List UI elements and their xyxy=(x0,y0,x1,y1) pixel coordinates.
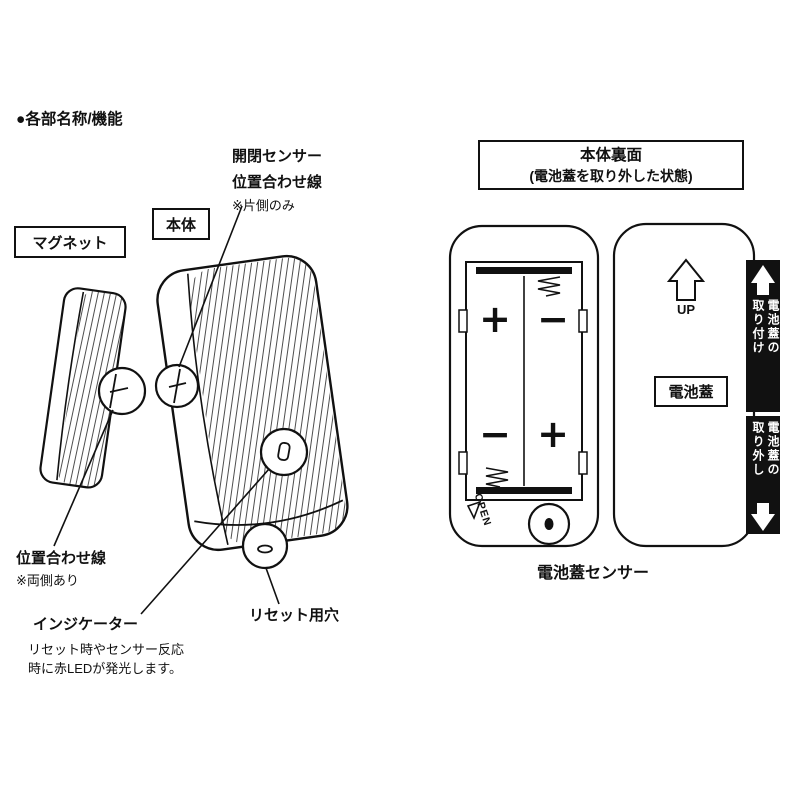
battery-polarity-bottom-left: − xyxy=(479,412,511,456)
back-view-title-line2: (電池蓋を取り外した状態) xyxy=(529,167,693,184)
sensor-alignment-line1: 開閉センサー xyxy=(232,148,323,165)
main-unit-label: 本体 xyxy=(165,216,196,234)
reset-hole-callout xyxy=(241,522,289,570)
main-unit-label-box: 本体 xyxy=(152,208,210,240)
back-view-title-box: 本体裏面 (電池蓋を取り外した状態) xyxy=(478,140,744,190)
battery-cover-label-box: 電池蓋 xyxy=(654,376,728,407)
cover-attach-bar-text: 電池蓋の 取り付け xyxy=(746,299,782,409)
indicator-description: リセット時やセンサー反応 時に赤LEDが発光します。 xyxy=(28,640,184,678)
magnet-drawing xyxy=(39,287,127,489)
cover-detach-col2: 取り外し xyxy=(751,421,765,477)
magnet-label-box: マグネット xyxy=(14,226,126,258)
indicator-description-line2: 時に赤LEDが発光します。 xyxy=(28,661,182,676)
detach-down-arrow-icon xyxy=(751,514,775,531)
reset-hole-label: リセット用穴 xyxy=(249,607,340,624)
cover-sensor-label: 電池蓋センサー xyxy=(537,565,650,582)
battery-polarity-top-left: + xyxy=(479,297,511,341)
page-heading: ●各部名称/機能 xyxy=(16,111,123,128)
up-outline-arrow-icon xyxy=(666,258,706,301)
cover-detach-bar xyxy=(746,416,780,534)
magnet-label: マグネット xyxy=(32,234,108,252)
open-direction-arrow-icon xyxy=(466,500,482,520)
alignment-line-note: ※両側あり xyxy=(16,573,79,588)
attach-up-arrow-icon xyxy=(751,265,775,283)
back-view-title-line1: 本体裏面 xyxy=(579,146,642,164)
alignment-line-label: 位置合わせ線 ※両側あり xyxy=(16,547,106,591)
indicator-callout xyxy=(259,427,309,477)
battery-polarity-bottom-right: + xyxy=(537,412,569,456)
cover-detach-col1: 電池蓋の xyxy=(766,421,780,477)
battery-cover-label: 電池蓋 xyxy=(668,384,714,401)
cover-sensor-callout xyxy=(527,502,571,546)
main-alignment-callout xyxy=(154,363,200,409)
indicator-label: インジケーター xyxy=(33,616,139,633)
alignment-line-text: 位置合わせ線 xyxy=(16,550,107,567)
back-unit-drawing xyxy=(448,224,600,548)
cover-attach-bar xyxy=(746,260,780,412)
main-unit-drawing xyxy=(156,254,349,552)
magnet-alignment-callout xyxy=(97,366,147,416)
sensor-alignment-note: ※片側のみ xyxy=(232,198,295,213)
battery-polarity-top-right: − xyxy=(537,297,569,341)
sensor-alignment-label: 開閉センサー 位置合わせ線 ※片側のみ xyxy=(232,144,322,216)
indicator-description-line1: リセット時やセンサー反応 xyxy=(28,642,185,657)
cover-detach-bar-text: 電池蓋の 取り外し xyxy=(746,421,782,503)
cover-attach-col2: 取り付け xyxy=(751,299,765,355)
up-label: UP xyxy=(676,302,696,317)
leader-lines xyxy=(53,205,280,615)
sensor-alignment-line2: 位置合わせ線 xyxy=(232,174,323,191)
cover-attach-col1: 電池蓋の xyxy=(766,299,780,355)
